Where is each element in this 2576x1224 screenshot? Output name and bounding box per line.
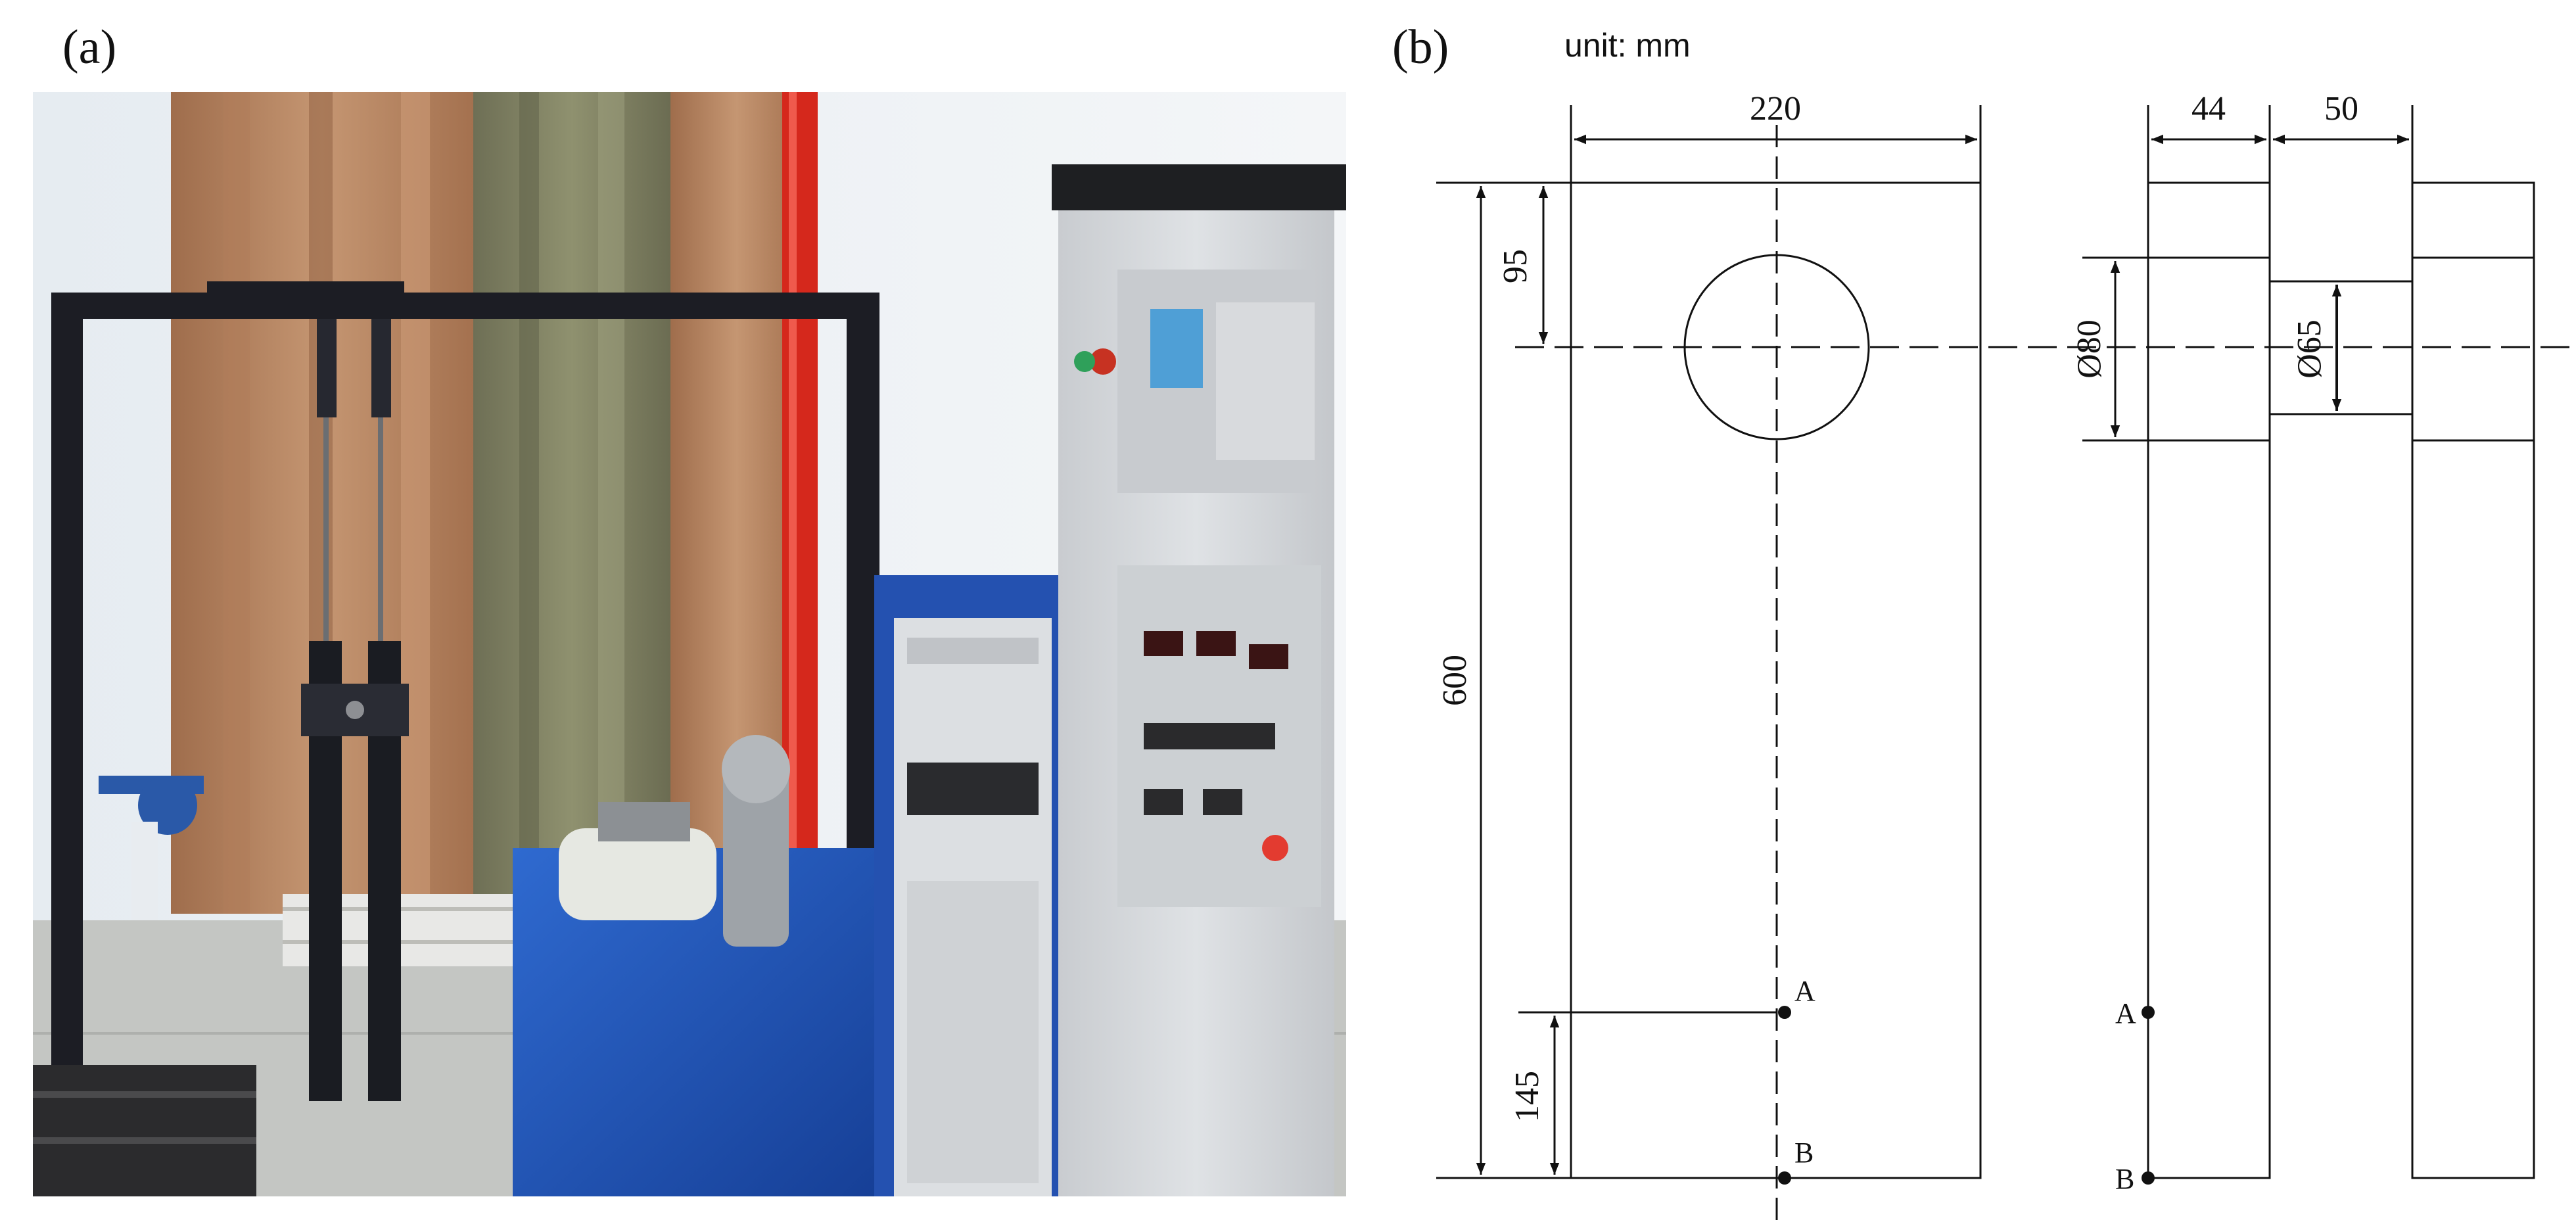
height-label: 600 xyxy=(1436,655,1474,706)
control-cabinet xyxy=(1052,164,1346,1196)
specimen-assembly xyxy=(301,319,409,1101)
panel-a-label: (a) xyxy=(62,20,117,74)
unit-note: unit: mm xyxy=(1564,27,1691,64)
thickness-label: 44 xyxy=(2191,90,2226,128)
outer-diameter-label: Ø80 xyxy=(2071,319,2108,379)
width-label: 220 xyxy=(1750,90,1801,128)
point-a-side-marker xyxy=(2142,1006,2155,1019)
point-a-offset-label: 145 xyxy=(1509,1071,1546,1122)
point-a-label: A xyxy=(1794,975,1815,1007)
point-b-label: B xyxy=(1794,1137,1814,1169)
side-view-right-plate xyxy=(2411,181,2535,1179)
valve xyxy=(99,776,204,920)
point-b-side-marker xyxy=(2142,1171,2155,1185)
hole-offset-label: 95 xyxy=(1497,249,1534,283)
panel-b-label: (b) xyxy=(1392,20,1449,74)
amplifier-cabinet xyxy=(874,575,1065,1196)
point-b-side-label: B xyxy=(2115,1163,2134,1195)
point-a-marker xyxy=(1778,1006,1791,1019)
shaker xyxy=(513,735,881,1196)
gap-label: 50 xyxy=(2324,90,2358,128)
side-view-left-plate xyxy=(2147,181,2271,1179)
point-a-side-label: A xyxy=(2115,997,2136,1029)
test-rig-photo xyxy=(33,92,1346,1196)
point-b-marker xyxy=(1778,1171,1791,1185)
inner-diameter-label: Ø65 xyxy=(2291,319,2328,379)
curtain xyxy=(171,92,802,914)
